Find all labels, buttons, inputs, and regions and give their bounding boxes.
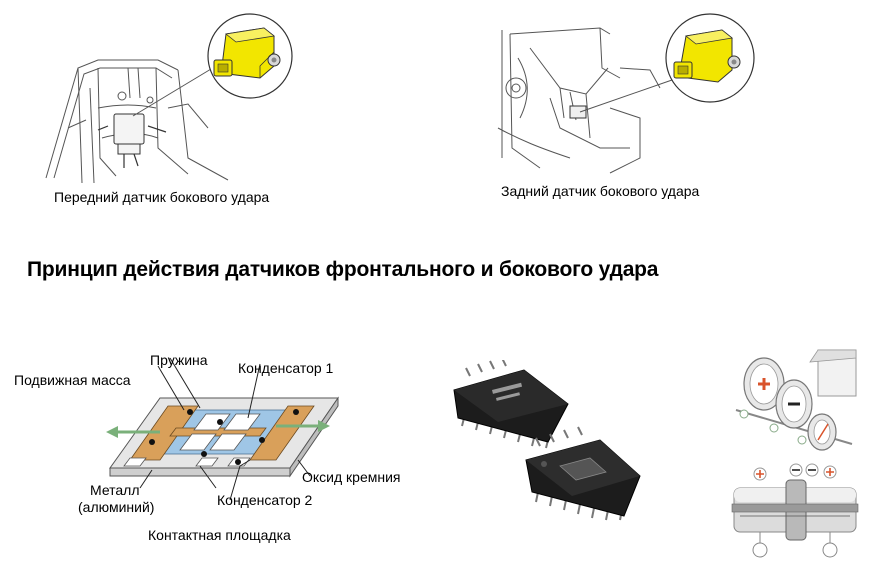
front-sensor-caption: Передний датчик бокового удара bbox=[54, 189, 270, 205]
label-spring: Пружина bbox=[150, 352, 208, 368]
label-aluminum: (алюминий) bbox=[78, 499, 155, 515]
section-heading: Принцип действия датчиков фронтального и… bbox=[27, 258, 659, 281]
label-silicon-oxide: Оксид кремния bbox=[302, 469, 401, 485]
label-metal: Металл bbox=[90, 482, 140, 498]
label-capacitor-2: Конденсатор 2 bbox=[217, 492, 313, 508]
rear-sensor-illustration bbox=[497, 13, 755, 174]
rear-sensor-caption: Задний датчик бокового удара bbox=[501, 183, 700, 199]
label-capacitor-1: Конденсатор 1 bbox=[238, 360, 334, 376]
label-contact-pad: Контактная площадка bbox=[148, 527, 291, 543]
capacitor-plates-illustration bbox=[731, 349, 859, 558]
mems-sensor-diagram bbox=[106, 357, 339, 501]
sensor-chips-photo bbox=[453, 360, 641, 521]
label-moving-mass: Подвижная масса bbox=[14, 372, 131, 388]
front-sensor-illustration bbox=[45, 13, 293, 184]
